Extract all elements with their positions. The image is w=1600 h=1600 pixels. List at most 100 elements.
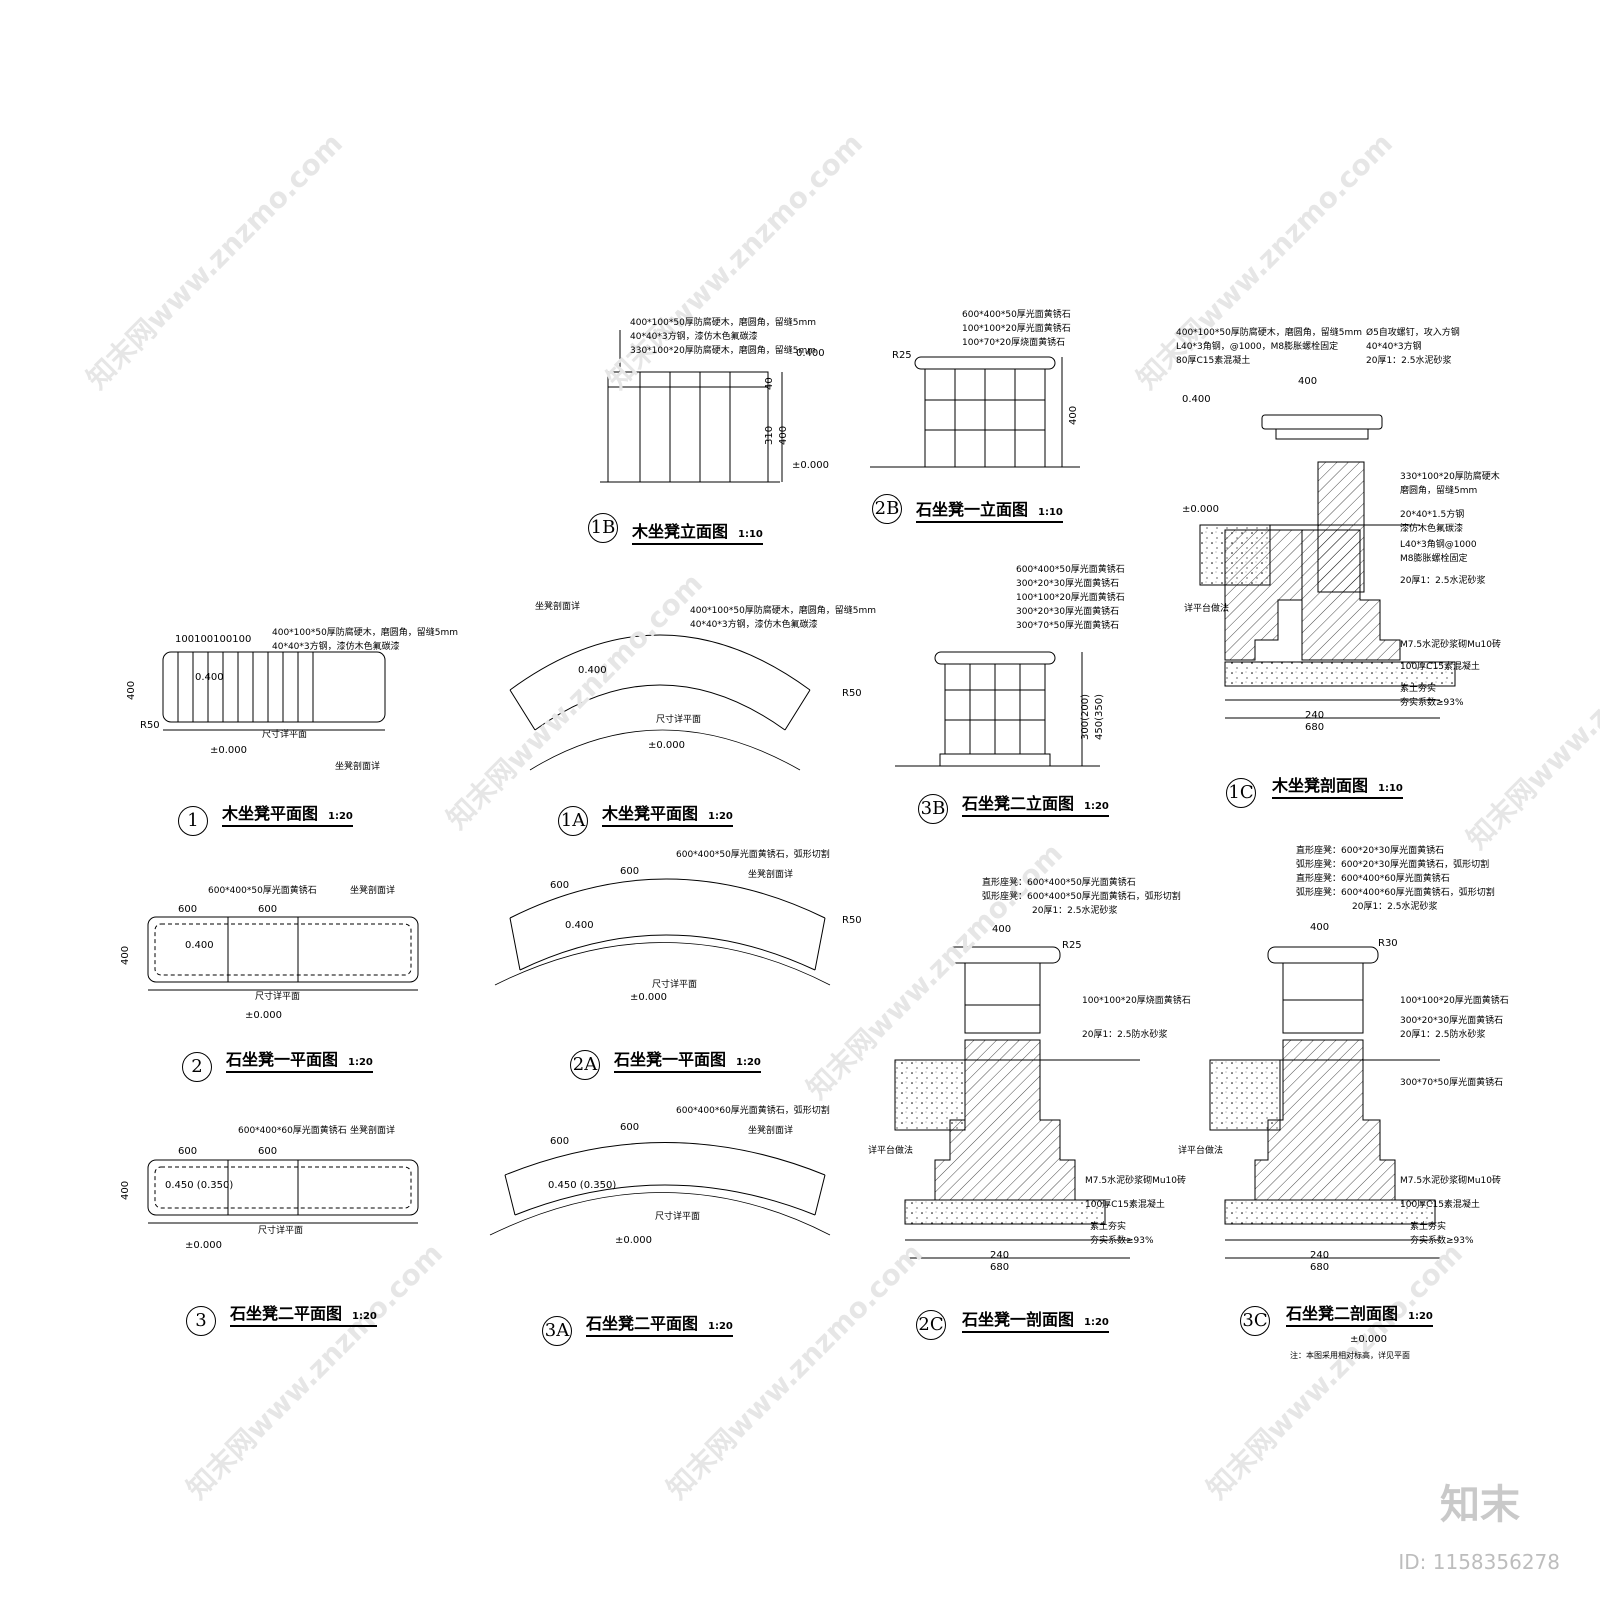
dim-3c-r30: R30	[1378, 938, 1398, 949]
title-1-name: 木坐凳平面图	[222, 804, 319, 823]
dim-1c-240: 240	[1305, 710, 1325, 721]
dim-3-400: 400	[120, 1180, 131, 1200]
title-3b-number: 3B	[918, 794, 948, 824]
callout-1-seeplan: 尺寸详平面	[262, 730, 308, 740]
title-1a-name: 木坐凳平面图	[602, 804, 699, 823]
title-1a-number: 1A	[558, 806, 588, 836]
stone-bench-2-plan	[147, 1159, 419, 1224]
callout-1c-angle2: L40*3角钢@1000	[1400, 540, 1477, 550]
level-3a-zero: ±0.000	[615, 1235, 653, 1246]
level-3-top: 0.450 (0.350)	[165, 1180, 234, 1191]
stone-bench-2-section	[1209, 946, 1440, 1259]
callout-2c-mortar: 20厚1：2.5水泥砂浆	[1032, 906, 1118, 916]
callout-3b-5: 300*70*50厚光面黄锈石	[1016, 621, 1120, 631]
drawing-note: 注：本图采用相对标高，详见平面	[1290, 1351, 1410, 1360]
callout-3b-4: 300*20*30厚光面黄锈石	[1016, 607, 1120, 617]
callout-3c-waterproof: 20厚1：2.5防水砂浆	[1400, 1030, 1486, 1040]
callout-1c-steel20: 20*40*1.5方钢	[1400, 510, 1465, 520]
callout-3c-300-70: 300*70*50厚光面黄锈石	[1400, 1078, 1504, 1088]
callout-1c-bolt2: M8膨胀螺栓固定	[1400, 554, 1468, 564]
callout-1c-bolt: Ø5自攻螺钉，攻入方钢	[1366, 328, 1460, 338]
dim-1-100s: 100100100100	[175, 634, 252, 645]
dim-3a-600b: 600	[620, 1122, 640, 1133]
title-1b: 木坐凳立面图 1:10	[632, 518, 763, 545]
level-1c-top: 0.400	[1182, 394, 1211, 405]
callout-1c-compact: 夯实系数≥93%	[1400, 698, 1464, 708]
title-1b-name: 木坐凳立面图	[632, 522, 729, 541]
callout-1c-round: 磨圆角，留缝5mm	[1400, 486, 1478, 496]
title-2c-name: 石坐凳一剖面图	[962, 1310, 1075, 1329]
level-1c-zero: ±0.000	[1182, 504, 1220, 515]
title-2-number: 2	[182, 1052, 212, 1082]
callout-1-steel: 40*40*3方钢，漆仿木色氟碳漆	[272, 642, 400, 652]
dim-1c-400: 400	[1298, 376, 1318, 387]
stone-bench-2-plan-arc	[489, 1142, 831, 1236]
stone-bench-1-plan-arc	[494, 878, 831, 986]
dim-1-r50: R50	[140, 720, 160, 731]
title-3a-number: 3A	[542, 1316, 572, 1346]
dim-2a-600a: 600	[550, 880, 570, 891]
title-1b-number: 1B	[588, 513, 618, 543]
title-2a: 石坐凳一平面图 1:20	[614, 1046, 761, 1073]
callout-2c-soil: 素土夯实	[1090, 1222, 1127, 1232]
image-id: ID: 1158356278	[1398, 1550, 1560, 1574]
callout-1c-conc100: 100厚C15素混凝土	[1400, 662, 1480, 672]
title-2a-name: 石坐凳一平面图	[614, 1050, 727, 1069]
title-3-name: 石坐凳二平面图	[230, 1304, 343, 1323]
callout-2a-stone: 600*400*50厚光面黄锈石，弧形切割	[676, 850, 830, 860]
dim-3a-600a: 600	[550, 1136, 570, 1147]
callout-3a-seesection: 坐凳剖面详	[748, 1126, 794, 1136]
callout-3c-compact: 夯实系数≥93%	[1410, 1236, 1474, 1246]
callout-1c-platform: 详平台做法	[1184, 604, 1230, 614]
dim-2c-240: 240	[990, 1250, 1010, 1261]
wood-bench-elevation	[600, 330, 783, 483]
callout-2-seeplan: 尺寸详平面	[255, 992, 301, 1002]
callout-3-seesection: 坐凳剖面详	[350, 1126, 396, 1136]
callout-wood-330: 330*100*20厚防腐硬木，磨圆角，留缝5mm	[630, 346, 817, 356]
callout-3-stone: 600*400*60厚光面黄锈石	[238, 1126, 347, 1136]
title-1a-scale: 1:20	[708, 811, 733, 822]
level-2-top: 0.400	[185, 940, 214, 951]
dim-1a-r50: R50	[842, 688, 862, 699]
dim-2c-680: 680	[990, 1262, 1010, 1273]
title-1b-scale: 1:10	[738, 529, 763, 540]
title-3c-name: 石坐凳二剖面图	[1286, 1304, 1399, 1323]
level-1-zero: ±0.000	[210, 745, 248, 756]
title-2a-scale: 1:20	[736, 1057, 761, 1068]
level-3-zero: ±0.000	[185, 1240, 223, 1251]
callout-3c-100: 100*100*20厚光面黄锈石	[1400, 996, 1509, 1006]
title-3-scale: 1:20	[352, 1311, 377, 1322]
dim-400: 400	[778, 425, 789, 445]
title-2b-name: 石坐凳一立面图	[916, 500, 1029, 519]
level-1a-top: 0.400	[578, 665, 607, 676]
callout-3c-s30: 直形座凳：600*20*30厚光面黄锈石	[1296, 846, 1445, 856]
title-3: 石坐凳二平面图 1:20	[230, 1300, 377, 1327]
callout-1c-brick: M7.5水泥砂浆砌Mu10砖	[1400, 640, 1501, 650]
title-3c-scale: 1:20	[1408, 1311, 1433, 1322]
callout-1c-wood: 400*100*50厚防腐硬木，磨圆角，留缝5mm	[1176, 328, 1363, 338]
title-1c-number: 1C	[1226, 778, 1256, 808]
callout-2-seesection: 坐凳剖面详	[350, 886, 396, 896]
dim-2a-r50: R50	[842, 915, 862, 926]
stone-bench-1-plan	[147, 916, 419, 991]
callout-3c-a30: 弧形座凳：600*20*30厚光面黄锈石，弧形切割	[1296, 860, 1490, 870]
callout-1c-conc: 80厚C15素混凝土	[1176, 356, 1251, 366]
callout-stone-600: 600*400*50厚光面黄锈石	[962, 310, 1071, 320]
title-1c-scale: 1:10	[1378, 783, 1403, 794]
title-3a-name: 石坐凳二平面图	[586, 1314, 699, 1333]
dim-3-600b: 600	[258, 1146, 278, 1157]
callout-2-stone: 600*400*50厚光面黄锈石	[208, 886, 317, 896]
level-3c-zero: ±0.000	[1350, 1334, 1388, 1345]
callout-1c-mortar: 20厚1：2.5水泥砂浆	[1366, 356, 1452, 366]
callout-3c-soil: 素土夯实	[1410, 1222, 1447, 1232]
dim-r25: R25	[892, 350, 912, 361]
dim-1c-680: 680	[1305, 722, 1325, 733]
callout-3b-2: 300*20*30厚光面黄锈石	[1016, 579, 1120, 589]
level-top: 0.400	[796, 348, 825, 359]
level-3a-top: 0.450 (0.350)	[548, 1180, 617, 1191]
dim-3c-240: 240	[1310, 1250, 1330, 1261]
